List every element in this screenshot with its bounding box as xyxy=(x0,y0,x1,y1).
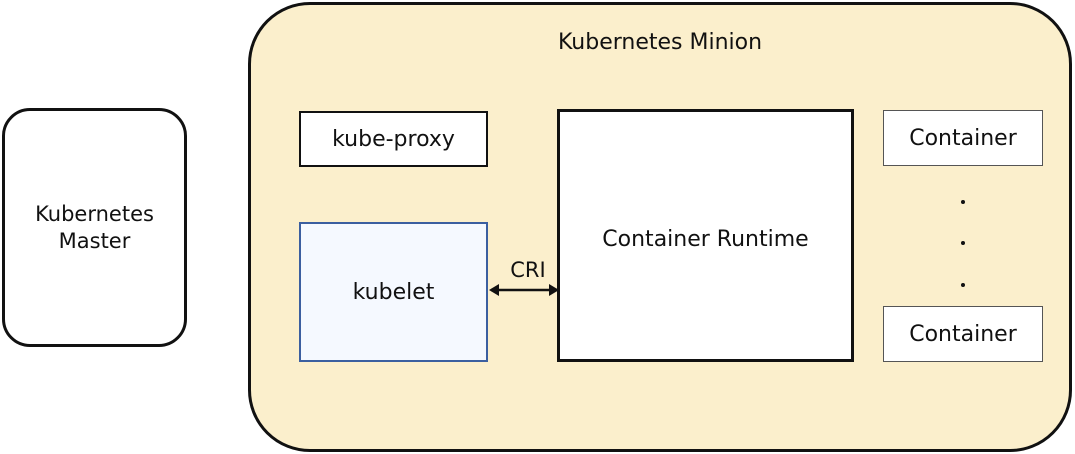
minion-title: Kubernetes Minion xyxy=(557,30,763,55)
master-label-line1: Kubernetes xyxy=(35,201,154,226)
cri-label: CRI xyxy=(510,258,546,282)
ellipsis-dot xyxy=(961,200,965,204)
cri-double-arrow xyxy=(489,284,559,296)
master-label-line2: Master xyxy=(58,228,131,253)
kubelet-box: kubelet xyxy=(299,222,488,362)
container-box-bottom: Container xyxy=(883,306,1043,362)
kubernetes-master-node: Kubernetes Master xyxy=(2,108,187,347)
ellipsis-dot xyxy=(961,283,965,287)
cri-arrow-right-head xyxy=(549,284,559,296)
container-box-top: Container xyxy=(883,110,1043,166)
container-runtime-box: Container Runtime xyxy=(557,109,854,362)
ellipsis-dot xyxy=(961,241,965,245)
cri-arrow-left-head xyxy=(489,284,499,296)
kube-proxy-box: kube-proxy xyxy=(299,111,488,167)
